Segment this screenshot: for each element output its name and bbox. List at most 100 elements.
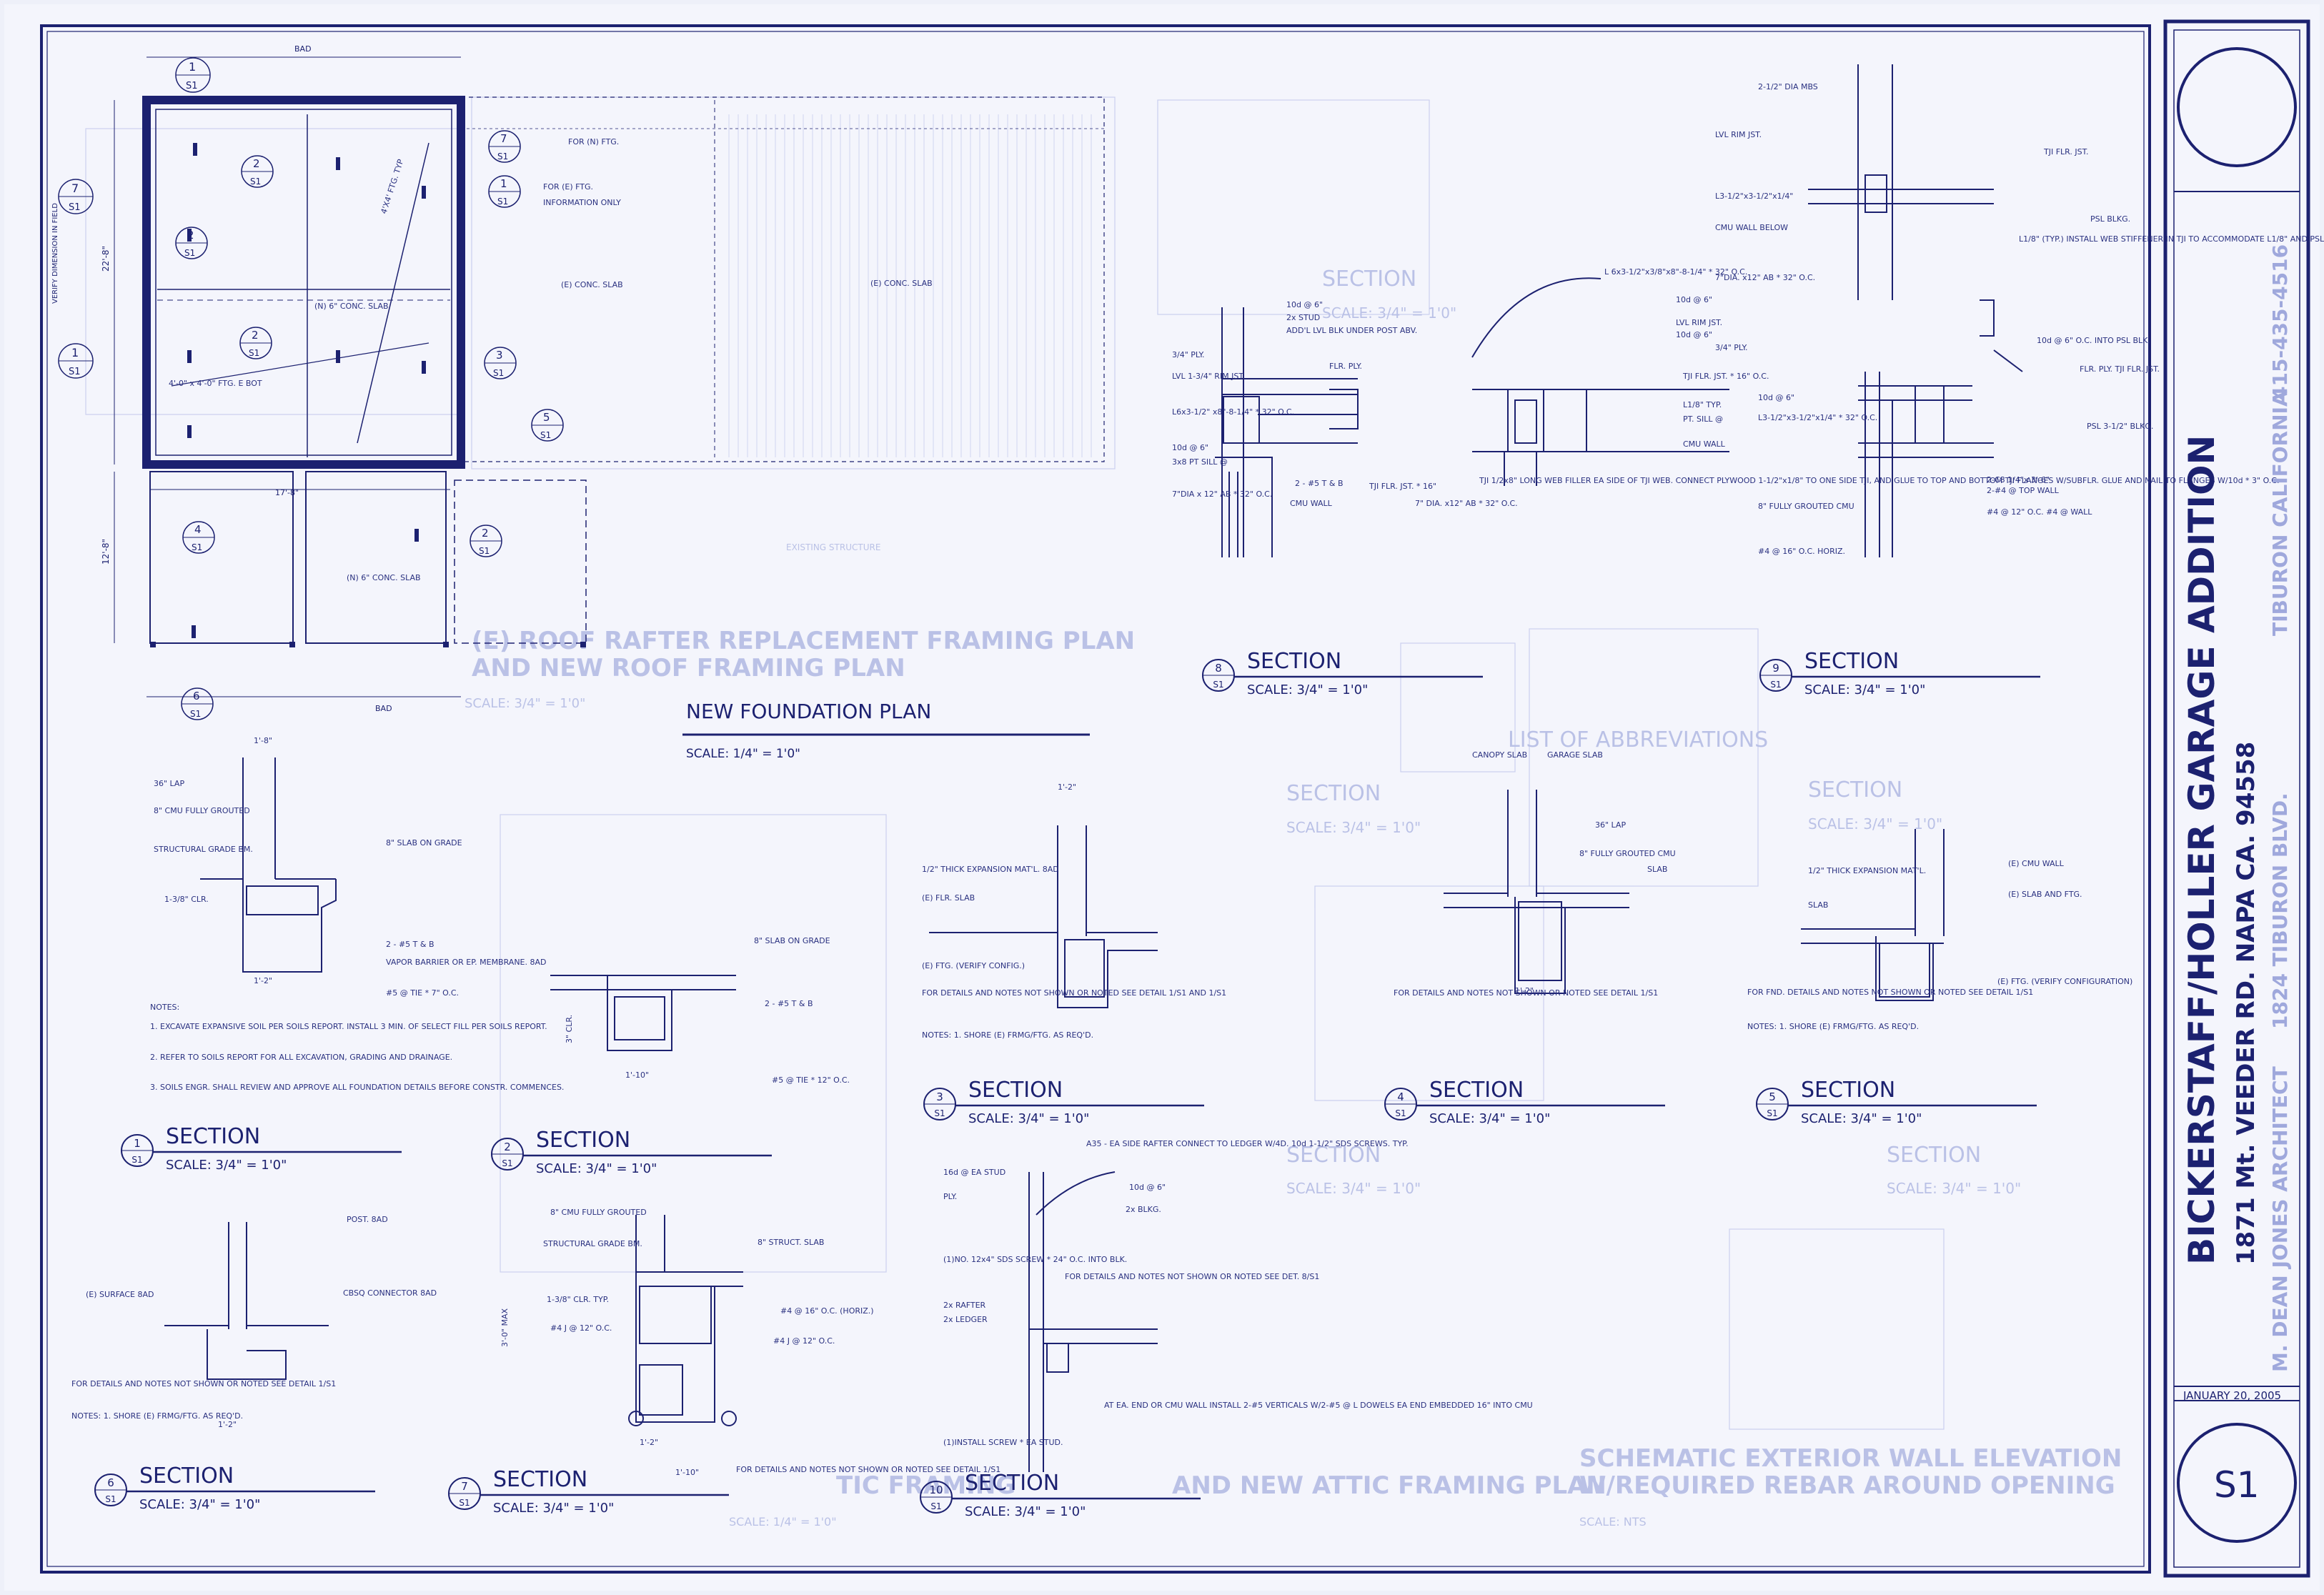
plan-callout-2-a[interactable]: 2 S1: [175, 227, 208, 259]
plan-callout-2-c[interactable]: 2 S1: [239, 327, 272, 359]
section-scale-text: SCALE: 3/4" = 1'0": [965, 1504, 1086, 1519]
section-callout-number: 1: [134, 1137, 141, 1150]
svg-text:S1: S1: [69, 202, 81, 213]
note-existing-ftg: FOR (E) FTG.: [543, 182, 593, 192]
svg-text:PLY.: PLY.: [943, 1192, 957, 1201]
svg-text:10d @ 6": 10d @ 6": [1286, 300, 1323, 309]
svg-text:S1: S1: [186, 81, 198, 91]
project-address: 1871 Mt. VEEDER RD. NAPA CA. 94558: [2232, 742, 2260, 1265]
ghost-title-2: AND NEW ROOF FRAMING PLAN: [472, 654, 905, 682]
dim-bottom: BAD: [375, 704, 392, 713]
svg-text:10d @ 6": 10d @ 6": [1129, 1183, 1166, 1192]
svg-text:7: 7: [71, 182, 79, 195]
canopy-slab-left: [149, 471, 294, 644]
architect-city: TIBURON CALIFORNIA: [2268, 391, 2292, 636]
svg-text:PSL 3-1/2" BLKG.: PSL 3-1/2" BLKG.: [2087, 422, 2153, 431]
plan-callout-2-d[interactable]: 2 S1: [470, 525, 502, 557]
svg-text:NOTES: 1. SHORE (E) FRMG/FTG.: NOTES: 1. SHORE (E) FRMG/FTG. AS REQ'D.: [1747, 1022, 1919, 1031]
section-title-text: SECTION: [1429, 1078, 1524, 1103]
svg-text:FOR DETAILS AND NOTES NOT SHOW: FOR DETAILS AND NOTES NOT SHOWN OR NOTED…: [71, 1379, 336, 1388]
svg-text:(1)INSTALL SCREW * EA STUD.: (1)INSTALL SCREW * EA STUD.: [943, 1438, 1063, 1447]
svg-text:SLAB: SLAB: [1647, 865, 1667, 874]
section-callout-sheet: S1: [105, 1494, 116, 1504]
svg-text:LVL RIM JST.: LVL RIM JST.: [1676, 318, 1722, 327]
plan-callout-7-top[interactable]: 1 S1: [175, 57, 211, 93]
svg-text:3: 3: [496, 349, 503, 362]
ghost-scale-d: SCALE: 3/4" = 1'0": [1286, 1180, 1421, 1197]
ghost-abbreviations: LIST OF ABBREVIATIONS: [1508, 727, 1768, 752]
section-callout-number: 5: [1769, 1090, 1776, 1103]
plan-callout-3[interactable]: 3 S1: [484, 347, 517, 379]
svg-text:2x BLKG.: 2x BLKG.: [1126, 1205, 1161, 1214]
plan-callout-1-right[interactable]: 1 S1: [488, 175, 521, 208]
plan-callout-1-left[interactable]: 7 S1: [58, 179, 94, 214]
svg-text:S1: S1: [497, 151, 508, 162]
dim-left-2: 12'-8": [101, 539, 111, 565]
section-scale-text: SCALE: 3/4" = 1'0": [1801, 1111, 1922, 1126]
section-callout-number: 8: [1215, 662, 1222, 675]
svg-text:FOR DETAILS AND NOTES NOT SHOW: FOR DETAILS AND NOTES NOT SHOWN OR NOTED…: [922, 988, 1226, 998]
sheet-number-circle: [2177, 1423, 2297, 1543]
svg-text:(1)NO. 12x4" SDS SCREW * 24" O: (1)NO. 12x4" SDS SCREW * 24" O.C. INTO B…: [943, 1255, 1127, 1264]
plan-callout-7-right[interactable]: 7 S1: [488, 130, 521, 163]
svg-text:1'-2": 1'-2": [640, 1438, 658, 1447]
section-scale-text: SCALE: 3/4" = 1'0": [1429, 1111, 1550, 1126]
section-callout-sheet: S1: [934, 1108, 945, 1118]
section-scale-text: SCALE: 3/4" = 1'0": [968, 1111, 1089, 1126]
ghost-elevation-1: SCHEMATIC EXTERIOR WALL ELEVATION: [1579, 1444, 2122, 1473]
section-1-detail: 36" LAP 8" CMU FULLY GROUTED STRUCTURAL …: [150, 736, 564, 1092]
svg-text:CMU WALL BELOW: CMU WALL BELOW: [1715, 223, 1788, 232]
svg-text:LVL 1-3/4" RIM JST.: LVL 1-3/4" RIM JST.: [1172, 372, 1245, 381]
svg-text:TJI FLR. JST. * 16": TJI FLR. JST. * 16": [1369, 482, 1436, 491]
cmu-wall-outline: [142, 96, 465, 469]
svg-text:1: 1: [189, 60, 196, 74]
ghost-scale-a: SCALE: 3/4" = 1'0": [1322, 304, 1456, 322]
svg-text:5: 5: [543, 411, 550, 424]
ghost-section-e: SECTION: [1887, 1143, 1981, 1168]
title-block-top-circle: [2177, 47, 2297, 167]
section-9-detail: 2-1/2" DIA MBS LVL RIM JST. TJI FLR. JST…: [1715, 64, 2324, 557]
svg-text:3/4" PLY.: 3/4" PLY.: [1715, 343, 1748, 352]
svg-text:CBSQ CONNECTOR 8AD: CBSQ CONNECTOR 8AD: [343, 1288, 437, 1298]
svg-text:3. SOILS ENGR. SHALL REVIEW AN: 3. SOILS ENGR. SHALL REVIEW AND APPROVE …: [150, 1083, 564, 1092]
plan-callout-5[interactable]: 5 S1: [531, 409, 564, 442]
section-title-text: SECTION: [965, 1471, 1059, 1496]
plan-callout-1-left-b[interactable]: 1 S1: [58, 343, 94, 379]
svg-text:2 - #5 T & B: 2 - #5 T & B: [1295, 479, 1344, 488]
svg-text:7" DIA. x12" AB * 32" O.C.: 7" DIA. x12" AB * 32" O.C.: [1415, 499, 1518, 508]
section-title-text: SECTION: [493, 1467, 587, 1492]
svg-text:(E) FTG. (VERIFY CONFIGURATION: (E) FTG. (VERIFY CONFIGURATION): [1997, 977, 2132, 986]
svg-text:FLR. PLY. TJI FLR. JST.: FLR. PLY. TJI FLR. JST.: [2080, 364, 2160, 374]
svg-text:1'-2": 1'-2": [254, 976, 272, 985]
section-8-detail: 10d @ 6" 2x STUD ADD'L LVL BLK UNDER POS…: [1172, 267, 2279, 557]
plan-callout-4[interactable]: 4 S1: [182, 521, 215, 554]
plan-callout-6[interactable]: 6 S1: [181, 687, 214, 720]
svg-text:10d @ 6": 10d @ 6": [1172, 443, 1208, 452]
section-2-detail: 8" SLAB ON GRADE 2 - #5 T & B #5 @ TIE *…: [550, 936, 850, 1085]
svg-text:S1: S1: [249, 348, 259, 358]
note-existing-slab: (E) CONC. SLAB: [561, 280, 623, 289]
svg-text:6: 6: [193, 690, 200, 702]
svg-text:#4 J @ 12" O.C.: #4 J @ 12" O.C.: [773, 1336, 835, 1346]
svg-text:1/2" THICK EXPANSION MAT'L. 8A: 1/2" THICK EXPANSION MAT'L. 8AD: [922, 865, 1059, 874]
svg-text:#4 @ 12" O.C. #4 @ WALL: #4 @ 12" O.C. #4 @ WALL: [1987, 507, 2092, 517]
svg-text:2-1/2" DIA MBS: 2-1/2" DIA MBS: [1758, 82, 1818, 91]
svg-text:1-3/8" CLR. TYP.: 1-3/8" CLR. TYP.: [547, 1295, 609, 1304]
svg-text:(E) SURFACE 8AD: (E) SURFACE 8AD: [86, 1290, 154, 1299]
svg-text:8" FULLY GROUTED CMU: 8" FULLY GROUTED CMU: [1758, 502, 1854, 511]
section-scale-text: SCALE: 3/4" = 1'0": [166, 1158, 287, 1173]
plan-callout-2-b[interactable]: 2 S1: [241, 155, 274, 188]
svg-text:3x8 PT SILL @: 3x8 PT SILL @: [1172, 457, 1228, 467]
section-6-detail: POST. 8AD (E) SURFACE 8AD CBSQ CONNECTOR…: [71, 1215, 437, 1429]
